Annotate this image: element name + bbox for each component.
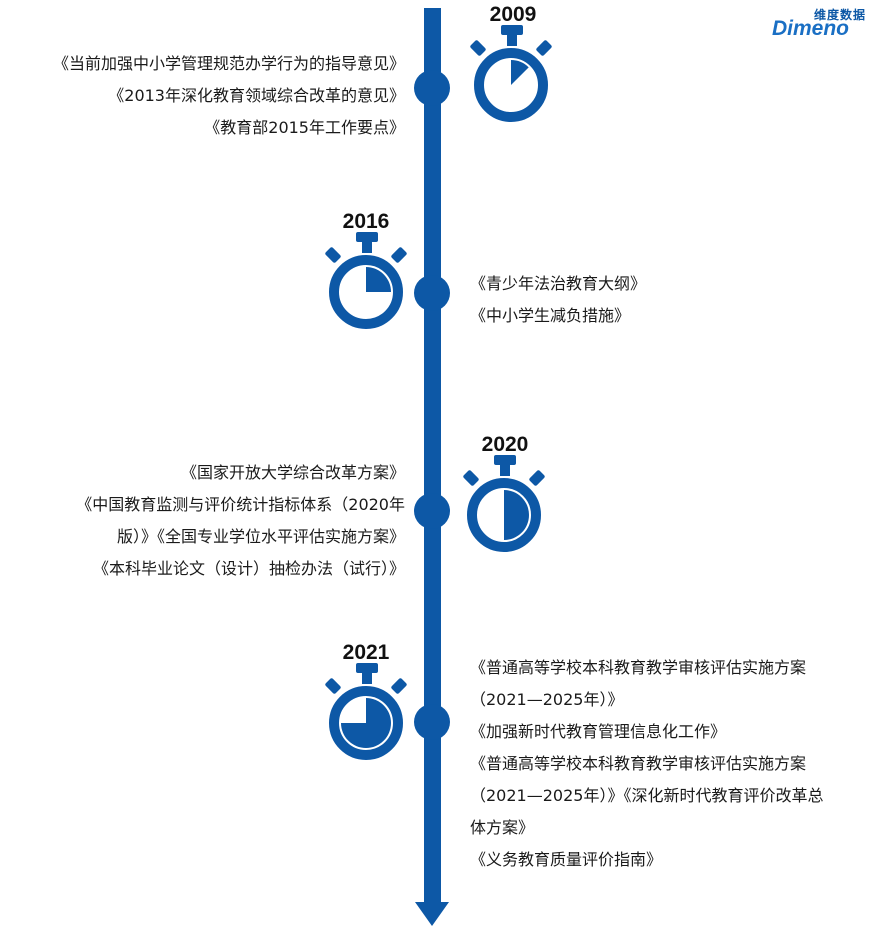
policy-entry: 《中国教育监测与评价统计指标体系（2020年 — [76, 495, 405, 514]
policy-entry: （2021—2025年）》《深化新时代教育评价改革总 — [470, 786, 824, 805]
policy-entry: 《普通高等学校本科教育教学审核评估实施方案 — [470, 754, 807, 773]
policy-entry: 《青少年法治教育大纲》 — [470, 274, 647, 293]
stopwatch-stem — [507, 34, 517, 46]
policy-entry: 《加强新时代教育管理信息化工作》 — [470, 722, 727, 741]
milestone-year-2016: 2016 — [342, 210, 390, 233]
policy-entry: 《普通高等学校本科教育教学审核评估实施方案 — [470, 658, 807, 677]
milestone-year-2009: 2009 — [489, 3, 537, 26]
timeline-arrow-head — [415, 902, 449, 926]
stopwatch-ring — [329, 686, 403, 760]
stopwatch-ring — [467, 478, 541, 552]
stopwatch-button — [356, 232, 378, 242]
policy-entry: 《中小学生减负措施》 — [470, 306, 631, 325]
milestone-entries-2016: 《青少年法治教育大纲》 《中小学生减负措施》 — [470, 268, 646, 332]
stopwatch-stem — [500, 464, 510, 476]
stopwatch-knob — [463, 470, 479, 486]
stopwatch-button — [501, 25, 523, 35]
stopwatch-progress — [341, 698, 391, 748]
policy-entry: 版）》《全国专业学位水平评估实施方案》 — [116, 527, 405, 546]
stopwatch-icon — [325, 663, 407, 760]
stopwatch-knob — [391, 247, 407, 263]
timeline-node-2016 — [414, 275, 450, 311]
stopwatch-knob — [536, 40, 552, 56]
logo: 维度数据 Dimeno — [768, 6, 876, 42]
policy-entry: 《教育部2015年工作要点》 — [204, 118, 405, 137]
policy-entry: （2021—2025年）》 — [470, 690, 624, 709]
stopwatch-stem — [362, 672, 372, 684]
milestone-year-2020: 2020 — [481, 433, 529, 456]
stopwatch-knob — [470, 40, 486, 56]
stopwatch-knob — [529, 470, 545, 486]
stopwatch-progress — [511, 60, 529, 85]
milestone-year-2021: 2021 — [342, 641, 390, 664]
milestone-entries-2009: 《当前加强中小学管理规范办学行为的指导意见》 《2013年深化教育领域综合改革的… — [53, 48, 405, 144]
stopwatch-knob — [391, 678, 407, 694]
milestone-entries-2021: 《普通高等学校本科教育教学审核评估实施方案 （2021—2025年）》 《加强新… — [470, 652, 823, 876]
stopwatch-stem — [362, 241, 372, 253]
timeline-node-2020 — [414, 493, 450, 529]
policy-entry: 《义务教育质量评价指南》 — [470, 850, 663, 869]
timeline-node-2009 — [414, 70, 450, 106]
policy-entry: 《当前加强中小学管理规范办学行为的指导意见》 — [52, 54, 405, 73]
stopwatch-progress — [366, 267, 391, 292]
logo-name-en: Dimeno — [772, 17, 850, 40]
policy-entry: 《本科毕业论文（设计）抽检办法（试行）》 — [92, 559, 405, 578]
stopwatch-knob — [325, 678, 341, 694]
stopwatch-icon — [463, 455, 545, 552]
timeline-axis — [424, 8, 441, 903]
stopwatch-icon — [470, 25, 552, 122]
policy-entry: 《国家开放大学综合改革方案》 — [180, 463, 405, 482]
stopwatch-knob — [325, 247, 341, 263]
policy-entry: 《2013年深化教育领域综合改革的意见》 — [108, 86, 405, 105]
timeline-node-2021 — [414, 704, 450, 740]
milestone-entries-2020: 《国家开放大学综合改革方案》 《中国教育监测与评价统计指标体系（2020年 版）… — [76, 457, 405, 585]
stopwatch-button — [356, 663, 378, 673]
stopwatch-progress — [504, 490, 529, 540]
policy-entry: 体方案》 — [470, 818, 535, 837]
stopwatch-button — [494, 455, 516, 465]
stopwatch-icon — [325, 232, 407, 329]
stopwatch-ring — [329, 255, 403, 329]
stopwatch-ring — [474, 48, 548, 122]
logo-name-cn: 维度数据 — [813, 8, 866, 22]
